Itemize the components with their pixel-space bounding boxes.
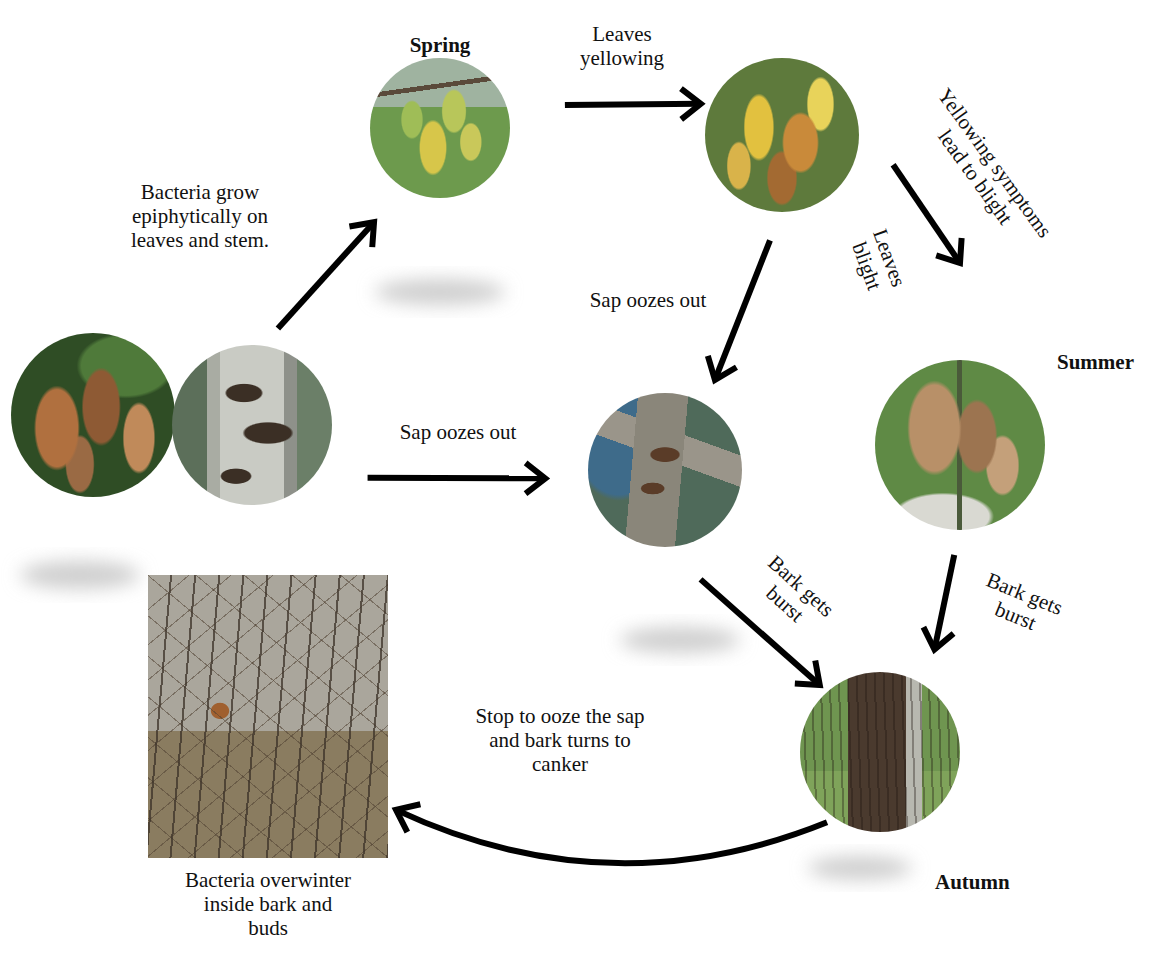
arrow-connector (368, 465, 546, 492)
arrow-connector (396, 805, 827, 863)
edge-label: Stop to ooze the sap and bark turns to c… (475, 704, 645, 776)
arrow-connector (278, 222, 374, 328)
arrow-line (565, 104, 701, 105)
photo-caption: Bacteria overwinter inside bark and buds (183, 868, 353, 940)
drop-shadow (20, 561, 140, 589)
edge-label: Bacteria grow epiphytically on leaves an… (110, 180, 290, 252)
arrow-line (715, 240, 770, 380)
arrow-head (925, 630, 952, 650)
arrow-line (278, 222, 374, 328)
arrow-head (709, 359, 734, 380)
arrow-connector (893, 165, 961, 263)
season-heading: Spring (410, 33, 471, 57)
photo-circle: Summer (875, 360, 1045, 530)
photo-circle: Autumn (800, 672, 960, 832)
drop-shadow (375, 279, 505, 305)
arrow-head (528, 465, 545, 492)
photo-panel: Bacteria overwinter inside bark and buds (148, 575, 388, 858)
photo-circle (172, 345, 332, 505)
edge-label: Bark gets burst (740, 544, 847, 647)
season-heading: Autumn (935, 870, 1010, 894)
photo-circle (705, 58, 859, 212)
arrow-line (368, 475, 546, 482)
season-heading: Summer (1057, 350, 1134, 374)
drop-shadow (620, 627, 740, 653)
arrow-line (396, 810, 827, 863)
arrow-connector (925, 555, 954, 650)
arrow-head (352, 222, 374, 244)
arrow-head (683, 90, 700, 117)
edge-label: Yellowing symptoms lead to blight (910, 79, 1061, 261)
free-label: Leaves blight (843, 221, 912, 303)
photo-circle (11, 333, 175, 497)
edge-label: Leaves yellowing (562, 22, 682, 70)
photo-circle: Spring (370, 58, 510, 198)
edge-label: Bark gets burst (965, 564, 1076, 646)
photo-circle (588, 393, 742, 547)
arrow-connector (709, 240, 770, 380)
edge-label: Sap oozes out (578, 288, 718, 312)
arrow-head (939, 241, 961, 263)
drop-shadow (808, 856, 912, 880)
arrow-head (396, 805, 417, 830)
arrow-line (893, 165, 960, 263)
edge-label: Sap oozes out (388, 420, 528, 444)
arrow-head (798, 663, 820, 685)
arrow-connector (565, 90, 701, 117)
